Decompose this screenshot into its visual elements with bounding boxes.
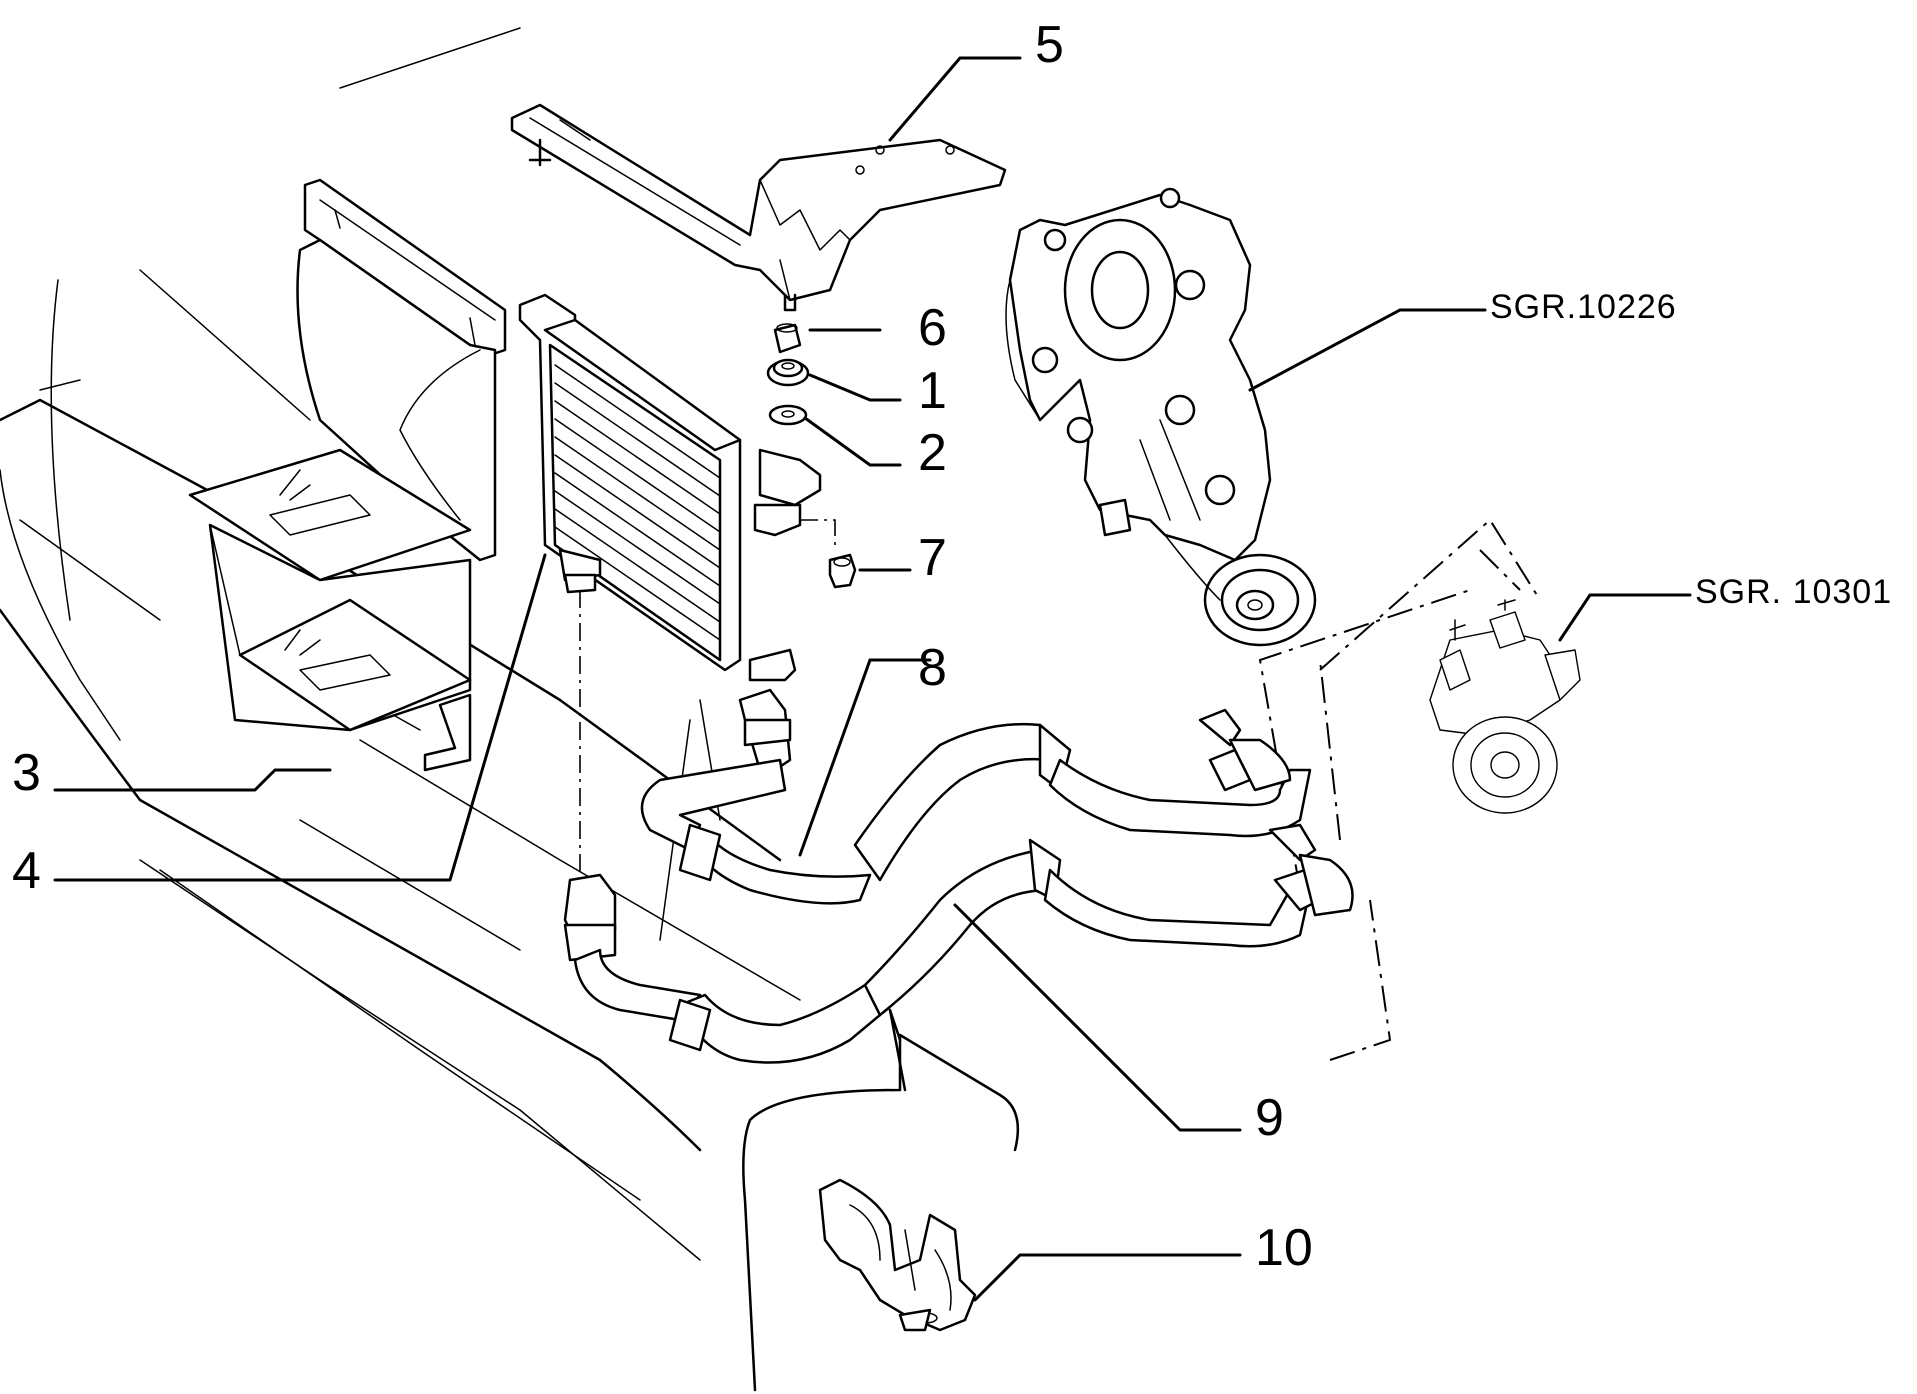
part-1-grommet [766, 358, 810, 387]
part-8-upper-hose [640, 688, 1312, 905]
callout-4: 4 [12, 842, 41, 900]
pump-housing-assembly [1005, 187, 1317, 647]
part-10-clip [818, 1178, 977, 1332]
callout-10: 10 [1255, 1219, 1313, 1277]
part-7-nut [828, 553, 857, 589]
callout-2: 2 [918, 424, 947, 482]
part-4-oil-cooler [518, 293, 836, 880]
part-6-spacer [773, 323, 802, 354]
callout-3: 3 [12, 744, 41, 802]
reference-sgr-10226: SGR.10226 [1490, 288, 1677, 326]
part-2-washer [768, 404, 808, 426]
part-9-lower-hose [563, 823, 1354, 1064]
cooler-fins [554, 364, 721, 641]
leader-lines [53, 56, 1692, 1302]
callout-5: 5 [1035, 16, 1064, 74]
reference-sgr-10301: SGR. 10301 [1695, 573, 1892, 611]
filter-adaptor-assembly [1258, 518, 1581, 1061]
part-3-duct-bracket [188, 178, 507, 772]
detail-inset [742, 1008, 1020, 1392]
callout-9: 9 [1255, 1089, 1284, 1147]
callout-1: 1 [918, 362, 947, 420]
callout-6: 6 [918, 299, 947, 357]
part-5-upper-bracket [510, 103, 1007, 312]
callout-7: 7 [918, 529, 947, 587]
callout-labels: 5 6 1 2 7 8 3 4 9 10 SGR.10226 SGR. 1030… [12, 16, 1892, 1277]
callout-8: 8 [918, 639, 947, 697]
